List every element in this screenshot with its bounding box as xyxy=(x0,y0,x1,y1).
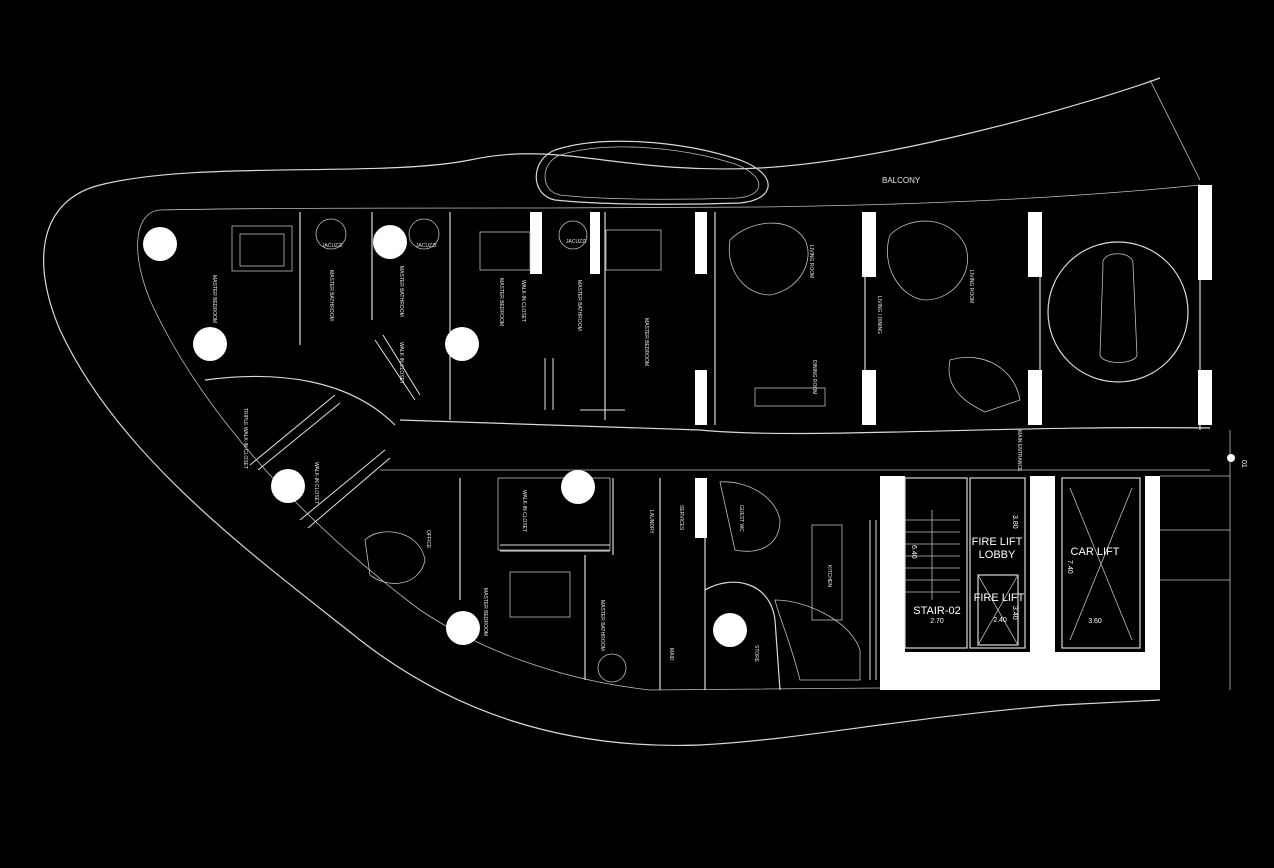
label-master-bathroom-4: MASTER BATHROOM xyxy=(599,600,605,651)
marker-dot xyxy=(373,225,407,259)
label-walkin-4: WALK-IN CLOSET xyxy=(313,462,319,504)
label-maid: MAID xyxy=(668,648,674,661)
label-master-bathroom-3: MASTER BATHROOM xyxy=(576,280,582,331)
label-master-bedroom-1: MASTER BEDROOM xyxy=(211,275,217,323)
label-master-bathroom-1: MASTER BATHROOM xyxy=(328,270,334,321)
marker-dot xyxy=(271,469,305,503)
dim-carlift-h: 7.40 xyxy=(1066,560,1073,574)
label-jacuzzi-1: JACUZZI xyxy=(322,243,343,249)
label-fire-lift: FIRE LIFT xyxy=(974,592,1025,604)
service-core xyxy=(880,430,1231,690)
marker-dot xyxy=(561,470,595,504)
label-living-room-1: LIVING ROOM xyxy=(808,245,814,278)
label-dining-room: DINING ROOM xyxy=(811,360,817,394)
label-laundry: LAUNDRY xyxy=(648,510,654,534)
dim-firelift-w: 2.40 xyxy=(993,617,1007,624)
label-balcony: BALCONY xyxy=(882,176,921,185)
label-jacuzzi-3: JACUZZI xyxy=(566,239,587,245)
label-store: STORE xyxy=(753,645,759,663)
dim-carlift-w: 3.60 xyxy=(1088,618,1102,625)
label-fire-lift-lobby-2: LOBBY xyxy=(979,549,1016,561)
label-living-room-2: LIVING ROOM xyxy=(968,270,974,303)
dim-stair-w: 2.70 xyxy=(930,618,944,625)
label-services: SERVICES xyxy=(678,505,684,531)
dim-stair-h: 6.40 xyxy=(910,545,917,559)
grid-marker-label: 01 xyxy=(1240,460,1247,468)
dim-firelift-h: 3.40 xyxy=(1011,606,1018,620)
label-walkin-closet-2: WALK-IN CLOSET xyxy=(520,280,526,322)
marker-dot xyxy=(713,613,747,647)
marker-dot xyxy=(446,611,480,645)
label-jacuzzi-2: JACUZZI xyxy=(416,243,437,249)
label-guest-wc: GUEST WC xyxy=(738,505,744,532)
lower-walls xyxy=(459,478,781,691)
label-master-bedroom-2: MASTER BEDROOM xyxy=(498,278,504,326)
closet-hatching xyxy=(249,334,877,680)
label-master-bedroom-4: MASTER BEDROOM xyxy=(482,588,488,636)
markers xyxy=(143,225,747,647)
balcony-planter xyxy=(535,140,769,205)
inner-envelope xyxy=(137,184,1201,691)
label-master-bedroom-3: MASTER BEDROOM xyxy=(643,318,649,366)
outer-envelope xyxy=(43,77,1161,747)
dim-lobby-h: 3.80 xyxy=(1011,515,1018,529)
marker-dot xyxy=(193,327,227,361)
label-car-lift: CAR LIFT xyxy=(1071,546,1120,558)
marker-dot xyxy=(445,327,479,361)
balcony-planter-inner xyxy=(544,146,760,200)
dimension-labels: 6.40 2.70 3.80 2.40 3.40 7.40 3.60 xyxy=(910,515,1102,625)
label-walkin-closet-1: WALK-IN CLOSET xyxy=(398,342,404,384)
label-master-bathroom-2: MASTER BATHROOM xyxy=(398,266,404,317)
furniture xyxy=(231,218,1189,683)
marker-dot xyxy=(143,227,177,261)
top-wall-blocks xyxy=(530,185,1212,425)
core-labels: FIRE LIFT LOBBY FIRE LIFT STAIR-02 CAR L… xyxy=(913,536,1119,617)
label-walkin-closet-3: WALK-IN CLOSET xyxy=(521,490,527,532)
label-main-entrance: MAIN ENTRANCE xyxy=(1016,430,1022,472)
label-fire-lift-lobby-1: FIRE LIFT xyxy=(972,536,1023,548)
label-triple-walkin: TRIPLE WALK-IN CLOSET xyxy=(242,408,248,469)
grid-marker-dot xyxy=(1227,454,1235,462)
balcony-edge xyxy=(1149,79,1201,181)
label-kitchen: KITCHEN xyxy=(826,565,832,587)
label-stair: STAIR-02 xyxy=(913,605,960,617)
room-labels: BALCONY MASTER BEDROOM JACUZZI JACUZZI J… xyxy=(211,176,1022,663)
label-office: OFFICE xyxy=(425,530,431,549)
label-living-dining: LIVING / DINING xyxy=(876,296,882,334)
